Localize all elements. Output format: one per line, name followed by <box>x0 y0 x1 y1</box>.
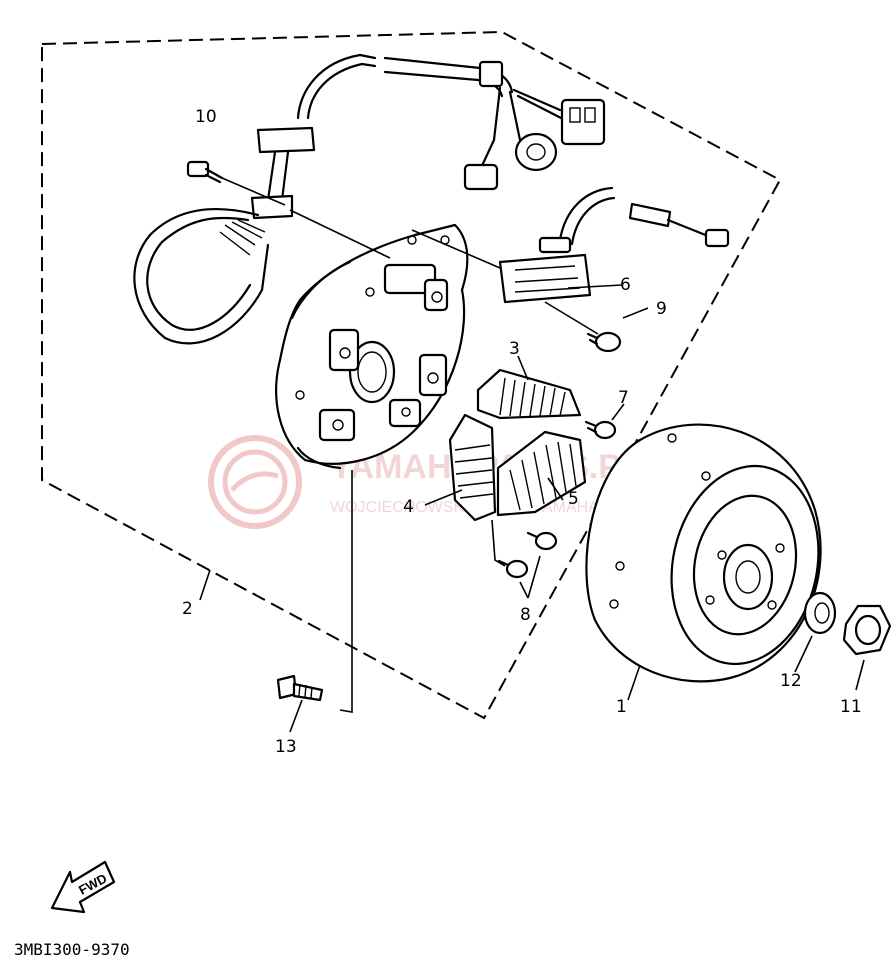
callout-5: 5 <box>568 489 579 509</box>
screw-9 <box>586 331 622 353</box>
callout-8: 8 <box>520 605 531 625</box>
stator-coil-4 <box>448 413 497 522</box>
diagram-code: 3MBI300-9370 <box>14 940 130 959</box>
fwd-arrow: FWD <box>50 860 116 914</box>
washer-12 <box>803 591 837 635</box>
leader-lines <box>199 177 865 733</box>
screw-8b <box>497 559 529 579</box>
callout-7: 7 <box>618 388 629 408</box>
screw-10 <box>186 160 224 184</box>
stator-base-plate <box>275 223 469 470</box>
callout-3: 3 <box>509 339 520 359</box>
pickup-coil <box>498 186 730 304</box>
callout-1: 1 <box>616 697 627 717</box>
callout-4: 4 <box>403 497 414 517</box>
flywheel-rotor <box>585 423 822 683</box>
bolt-13 <box>276 674 324 702</box>
callout-11: 11 <box>840 697 862 717</box>
screw-7 <box>584 420 617 440</box>
callout-12: 12 <box>780 671 802 691</box>
nut-11 <box>842 604 892 656</box>
callout-6: 6 <box>620 275 631 295</box>
stator-coil-5 <box>496 430 587 517</box>
stator-coil-3 <box>476 368 582 420</box>
wiring-harness <box>133 53 606 345</box>
callout-10: 10 <box>195 107 217 127</box>
callout-9: 9 <box>656 299 667 319</box>
screw-8a <box>526 531 558 551</box>
callout-2: 2 <box>182 599 193 619</box>
callout-13: 13 <box>275 737 297 757</box>
callouts: 1 2 3 4 5 6 7 8 9 10 11 12 13 <box>182 107 862 757</box>
